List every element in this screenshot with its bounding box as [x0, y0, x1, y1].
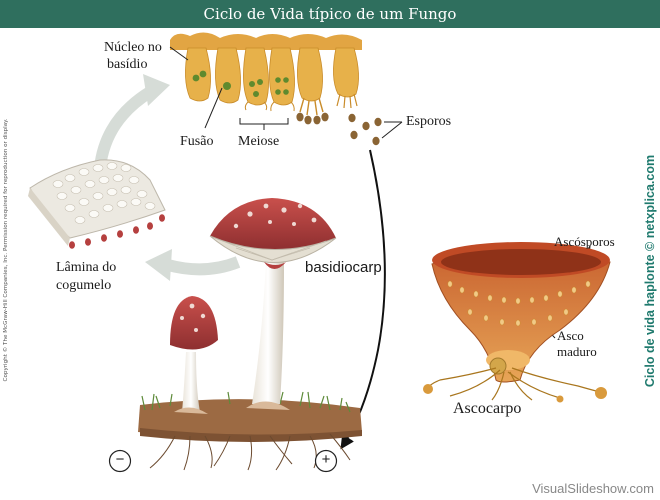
- gill-label-line2: cogumelo: [56, 278, 112, 293]
- gill-label-line1: Lâmina do: [56, 260, 117, 275]
- minus-sign: −: [115, 451, 125, 468]
- ascocarp: [423, 242, 611, 403]
- basidiocarp-label: basidiocarp: [305, 259, 382, 276]
- basidium-label: basídio: [107, 57, 148, 72]
- copyright-text: Copyright © The McGraw-Hill Companies, I…: [3, 118, 9, 382]
- meiosis-label: Meiose: [238, 134, 280, 149]
- ascus-label-line1: Asco: [557, 328, 584, 343]
- cycle-arrows: [94, 74, 241, 281]
- basidium: [243, 47, 269, 111]
- ascospores-label: Ascósporos: [554, 234, 615, 249]
- slide-title: Ciclo de Vida típico de um Fungo: [0, 0, 660, 28]
- basidia-row: [170, 32, 362, 125]
- nucleus-label: Núcleo no: [104, 40, 162, 55]
- basidium: [269, 47, 295, 112]
- basidium: [333, 47, 359, 109]
- small-mushroom: [170, 296, 218, 414]
- mating-type-circles: [108, 449, 338, 473]
- basidiocarp-mushroom: [209, 198, 337, 410]
- basidium: [185, 47, 211, 102]
- copyright-notice: Copyright © The McGraw-Hill Companies, I…: [1, 105, 11, 395]
- basidium: [296, 47, 329, 125]
- spores-label: Esporos: [406, 114, 452, 129]
- netxplica-credit-text: Ciclo de vida haplonte © netxplica.com: [643, 154, 657, 388]
- footer-watermark: VisualSlideshow.com: [532, 481, 654, 496]
- spore-dispersal-arrow: [340, 149, 386, 450]
- minus-mating-circle: [108, 449, 132, 473]
- fusion-label: Fusão: [180, 134, 214, 149]
- ascocarp-label: Ascocarpo: [453, 400, 522, 417]
- gill-lamella: [28, 159, 166, 249]
- spores: [348, 113, 382, 146]
- plus-mating-circle: [314, 449, 338, 473]
- plus-sign: +: [321, 451, 331, 468]
- netxplica-credit[interactable]: Ciclo de vida haplonte © netxplica.com: [641, 155, 659, 387]
- ascus-label-line2: maduro: [557, 344, 597, 359]
